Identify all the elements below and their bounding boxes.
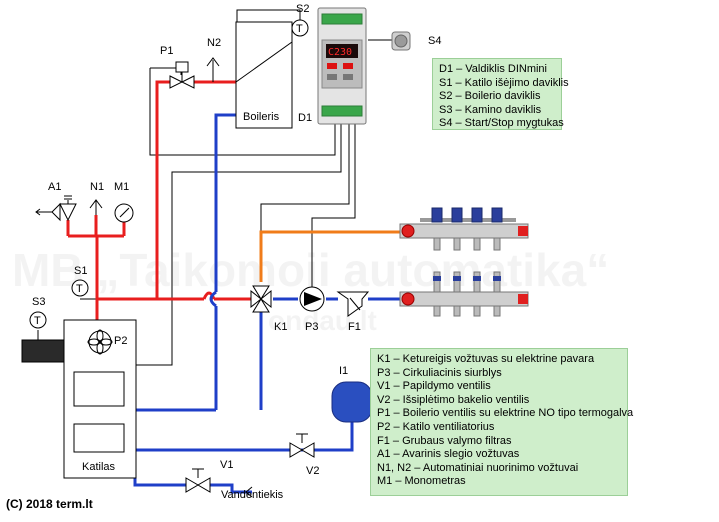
sensor-s1: T S1 [71, 265, 89, 297]
chimney [21, 339, 65, 363]
circulation-pump-p3: P3 [299, 286, 325, 333]
manometer-m1: M1 [114, 181, 134, 223]
f1-label: F1 [348, 321, 361, 333]
pipe-crossover [202, 291, 216, 300]
valve-v2: V2 [289, 433, 319, 477]
legend-item: F1 – Grubaus valymo filtras [377, 434, 512, 447]
boiler-valve-p1: P1 [160, 45, 195, 89]
s3-label: S3 [32, 296, 45, 308]
legend-item: S1 – Katilo išėjimo daviklis [439, 76, 569, 89]
d1-label: D1 [298, 112, 312, 124]
s1-label: S1 [74, 265, 87, 277]
m1-label: M1 [114, 181, 129, 193]
legend-item: D1 – Valdiklis DINmini [439, 63, 547, 75]
boiler-katilas: Katilas [63, 319, 137, 479]
filter-f1: F1 [336, 291, 370, 333]
p2-label: P2 [114, 335, 127, 347]
boiler-label: Boileris [243, 111, 280, 123]
legend-item: S4 – Start/Stop mygtukas [439, 117, 564, 130]
sensor-s2: T S2 [291, 3, 309, 37]
safety-valve-a1: A1 [35, 181, 77, 222]
air-vent-n2: N2 [206, 37, 221, 82]
legend-item: S2 – Boilerio daviklis [439, 90, 541, 103]
legend-item: V1 – Papildymo ventilis [377, 380, 491, 393]
legend-item: S3 – Kamino daviklis [439, 103, 542, 116]
s2-label: S2 [296, 3, 309, 15]
legend-controller: D1 – Valdiklis DINmini S1 – Katilo išėji… [432, 58, 569, 130]
mixed-supply-pipe [259, 230, 400, 282]
katilas-label: Katilas [82, 461, 116, 473]
controller-d1: C230 D1 [298, 7, 367, 125]
svg-text:T: T [34, 315, 41, 327]
k1-label: K1 [274, 321, 287, 333]
p3-label: P3 [305, 321, 318, 333]
a1-label: A1 [48, 181, 61, 193]
legend-item: A1 – Avarinis slegio vožtuvas [377, 448, 520, 461]
legend-item: P2 – Katilo ventiliatorius [377, 420, 495, 433]
manifold-return [399, 271, 529, 317]
air-vent-n1: N1 [89, 181, 104, 215]
legend-item: V2 – Išsiplėtimo bakelio ventilis [377, 393, 530, 406]
legend-components: K1 – Ketureigis vožtuvas su elektrine pa… [370, 348, 634, 496]
start-stop-button-s4: S4 [391, 31, 441, 51]
sensor-s3: T S3 [29, 296, 47, 329]
svg-text:T: T [76, 283, 83, 295]
manifold-supply [399, 207, 529, 251]
boiler: Boileris [235, 21, 293, 129]
n1-label: N1 [90, 181, 104, 193]
legend-item: P3 – Cirkuliacinis siurblys [377, 366, 502, 379]
copyright: (C) 2018 term.lt [6, 497, 93, 511]
p1-label: P1 [160, 45, 173, 57]
water-inlet: Vandentiekis [221, 486, 284, 501]
v1-label: V1 [220, 459, 233, 471]
i1-label: I1 [339, 365, 348, 377]
legend-item: P1 – Boilerio ventilis su elektrine NO t… [377, 407, 634, 420]
svg-text:T: T [296, 23, 303, 35]
s4-label: S4 [428, 35, 441, 47]
expansion-tank-i1: I1 [331, 365, 373, 423]
legend-item: K1 – Ketureigis vožtuvas su elektrine pa… [377, 353, 595, 365]
legend-item: N1, N2 – Automatiniai nuorinimo vožtuvai [377, 461, 579, 474]
pipe-crossover-return [209, 290, 217, 308]
controller-display: C230 [328, 47, 352, 58]
boiler-fan-p2: P2 [87, 329, 127, 355]
four-way-valve-k1: K1 [250, 285, 287, 333]
n2-label: N2 [207, 37, 221, 49]
valve-v1: V1 [185, 459, 233, 493]
v2-label: V2 [306, 465, 319, 477]
legend-item: M1 – Monometras [377, 475, 466, 488]
vandentiekis-label: Vandentiekis [221, 489, 284, 501]
watermark-sub: ondau.lt [268, 305, 377, 336]
